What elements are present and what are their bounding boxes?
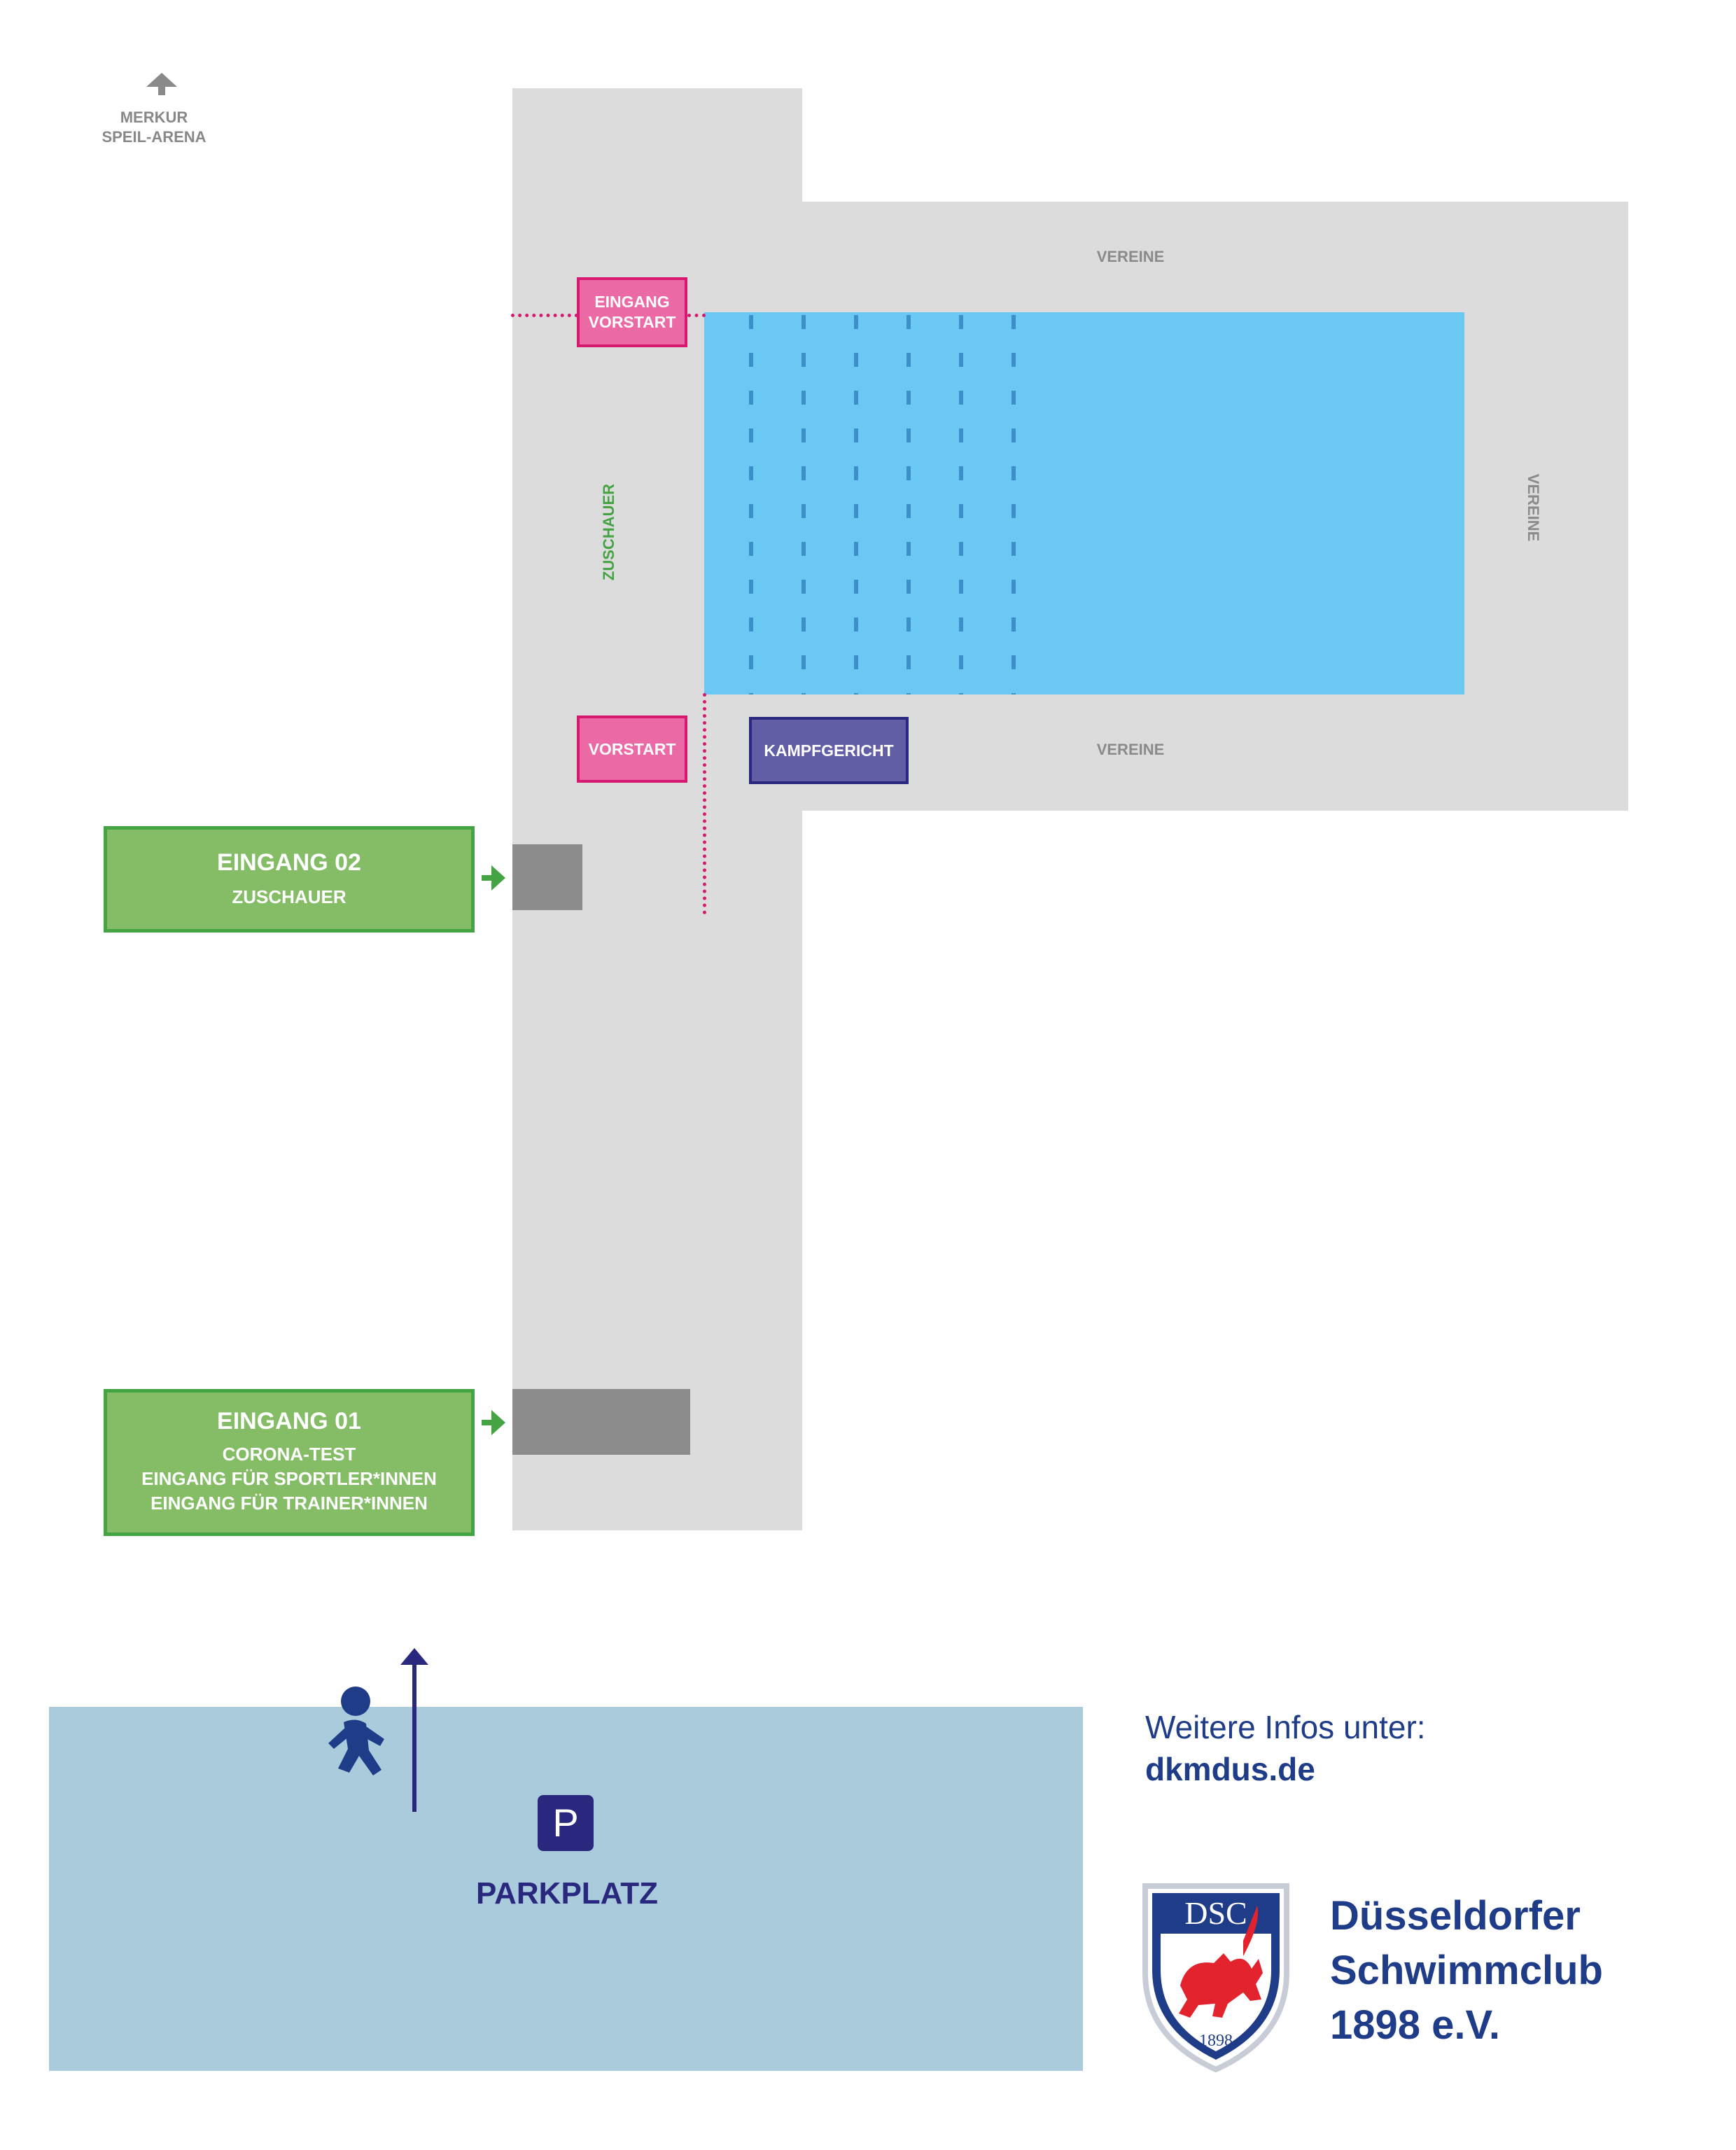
walk-direction-arrow-icon bbox=[400, 1648, 428, 1812]
merkur-label-line1: MERKUR bbox=[120, 109, 188, 126]
eingang-01-subtitle: CORONA-TEST EINGANG FÜR SPORTLER*INNEN E… bbox=[141, 1442, 437, 1516]
arrow-right-icon-e2 bbox=[482, 865, 505, 891]
vorstart-path-vertical bbox=[703, 693, 706, 914]
eingang-01-line3: EINGANG FÜR TRAINER*INNEN bbox=[150, 1493, 428, 1514]
pedestrian-icon bbox=[328, 1687, 384, 1775]
door-eingang-01 bbox=[512, 1389, 690, 1455]
lane-markers bbox=[749, 315, 1016, 694]
eingang-01-box: EINGANG 01 CORONA-TEST EINGANG FÜR SPORT… bbox=[104, 1389, 475, 1536]
kampfgericht-label: KAMPFGERICHT bbox=[764, 741, 894, 760]
vorstart-path-horizontal bbox=[511, 314, 578, 317]
crest-text: DSC bbox=[1184, 1895, 1247, 1931]
crest-year: 1898 bbox=[1199, 2032, 1233, 2050]
eingang-01-line1: CORONA-TEST bbox=[222, 1444, 356, 1465]
merkur-arena-label: MERKUR SPEIL-ARENA bbox=[77, 108, 231, 147]
kampfgericht-box: KAMPFGERICHT bbox=[749, 717, 909, 784]
eingang-vorstart-box: EINGANG VORSTART bbox=[577, 277, 687, 347]
merkur-label-line2: SPEIL-ARENA bbox=[102, 128, 206, 146]
vereine-bottom-label: VEREINE bbox=[1096, 741, 1165, 758]
door-eingang-02 bbox=[512, 844, 582, 910]
arrow-right-icon-e1 bbox=[482, 1410, 505, 1435]
eingang-02-title: EINGANG 02 bbox=[217, 849, 361, 876]
eingang-02-subtitle: ZUSCHAUER bbox=[232, 886, 346, 907]
parking-label: PARKPLATZ bbox=[476, 1876, 658, 1911]
parking-area bbox=[49, 1707, 1083, 2071]
club-name-line3: 1898 e.V. bbox=[1330, 2002, 1500, 2048]
eingang-01-line2: EINGANG FÜR SPORTLER*INNEN bbox=[141, 1468, 437, 1489]
parking-sign-icon: P bbox=[538, 1795, 594, 1851]
vereine-top-label: VEREINE bbox=[1096, 248, 1165, 265]
eingang-02-box: EINGANG 02 ZUSCHAUER bbox=[104, 826, 475, 933]
info-link[interactable]: dkmdus.de bbox=[1145, 1751, 1315, 1787]
eingang-vorstart-line1: EINGANG bbox=[594, 293, 670, 311]
zuschauer-area-label: ZUSCHAUER bbox=[600, 483, 617, 581]
vereine-right-label: VEREINE bbox=[1525, 473, 1542, 542]
club-name-line1: Düsseldorfer bbox=[1330, 1893, 1581, 1939]
info-text: Weitere Infos unter: bbox=[1145, 1709, 1426, 1745]
vorstart-box: VORSTART bbox=[577, 715, 687, 783]
dsc-crest-logo: DSC 1898 bbox=[1142, 1883, 1289, 2073]
vorstart-path-pool-link bbox=[687, 314, 706, 317]
eingang-vorstart-line2: VORSTART bbox=[588, 313, 676, 331]
vorstart-label: VORSTART bbox=[588, 739, 676, 758]
club-name-line2: Schwimmclub bbox=[1330, 1948, 1603, 1993]
eingang-01-title: EINGANG 01 bbox=[217, 1408, 361, 1435]
swimming-pool bbox=[704, 312, 1464, 694]
